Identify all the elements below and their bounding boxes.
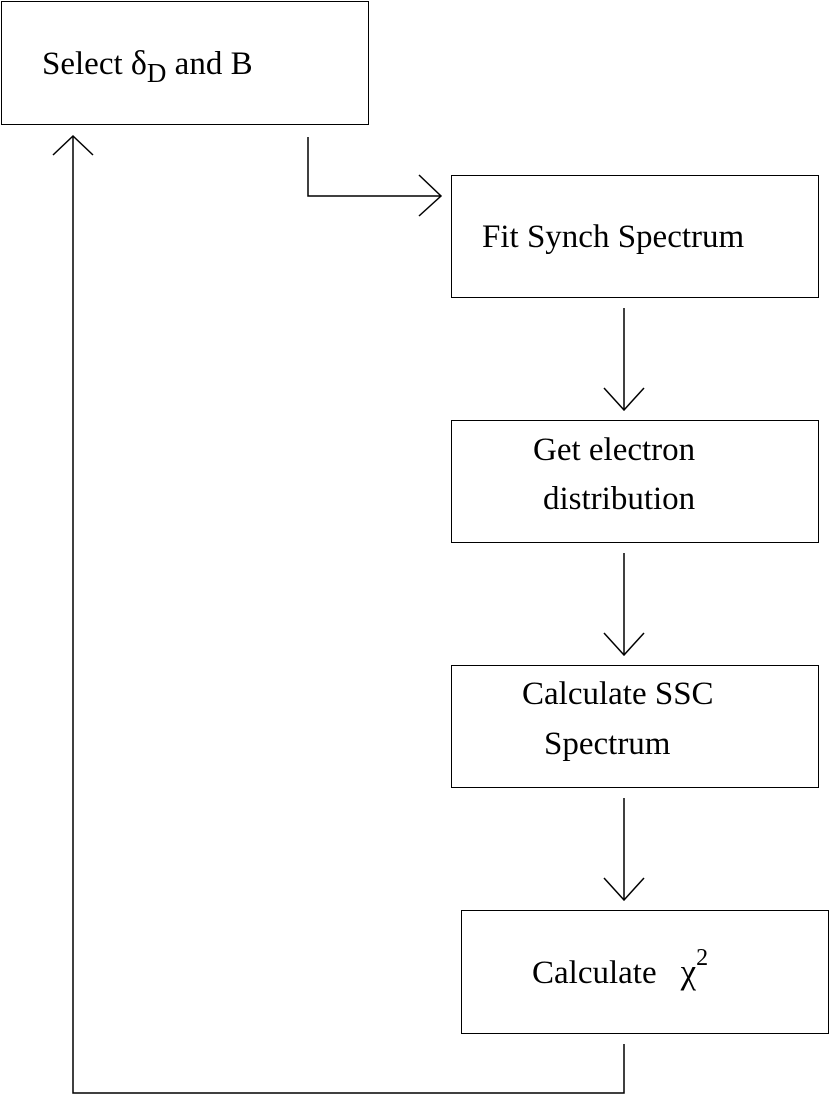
- calc-ssc-line1: Calculate SSC: [522, 676, 714, 712]
- get-electron-box: Get electron distribution: [451, 420, 819, 543]
- chi-symbol: χ: [680, 952, 697, 991]
- calc-ssc-box: Calculate SSC Spectrum: [451, 665, 819, 788]
- fit-synch-box: Fit Synch Spectrum: [451, 175, 819, 298]
- arrow-loop-back: [72, 137, 625, 1094]
- select-prefix: Select: [42, 46, 131, 82]
- arrowhead-loop-back: [52, 134, 94, 156]
- arrowhead-ssc-to-chi: [603, 877, 645, 902]
- get-electron-line2: distribution: [543, 481, 696, 517]
- select-suffix: and B: [166, 46, 253, 82]
- select-params-label: Select δD and B: [42, 45, 253, 87]
- calc-chi-prefix: Calculate: [532, 955, 657, 991]
- calc-chi-label: Calculate χ2: [532, 946, 708, 991]
- select-params-box: Select δD and B: [1, 1, 369, 125]
- get-electron-line1: Get electron: [533, 432, 696, 468]
- chi-superscript: 2: [696, 945, 709, 971]
- delta-symbol: δ: [130, 45, 147, 82]
- arrow-select-to-fit: [307, 137, 441, 197]
- arrowhead-fit-to-electron: [603, 387, 645, 412]
- fit-synch-label: Fit Synch Spectrum: [482, 219, 745, 255]
- calc-chi-box: Calculate χ2: [461, 910, 829, 1034]
- calc-ssc-line2: Spectrum: [544, 726, 671, 762]
- arrowhead-electron-to-ssc: [603, 632, 645, 657]
- delta-subscript: D: [146, 58, 167, 88]
- arrowhead-select-to-fit: [418, 174, 443, 217]
